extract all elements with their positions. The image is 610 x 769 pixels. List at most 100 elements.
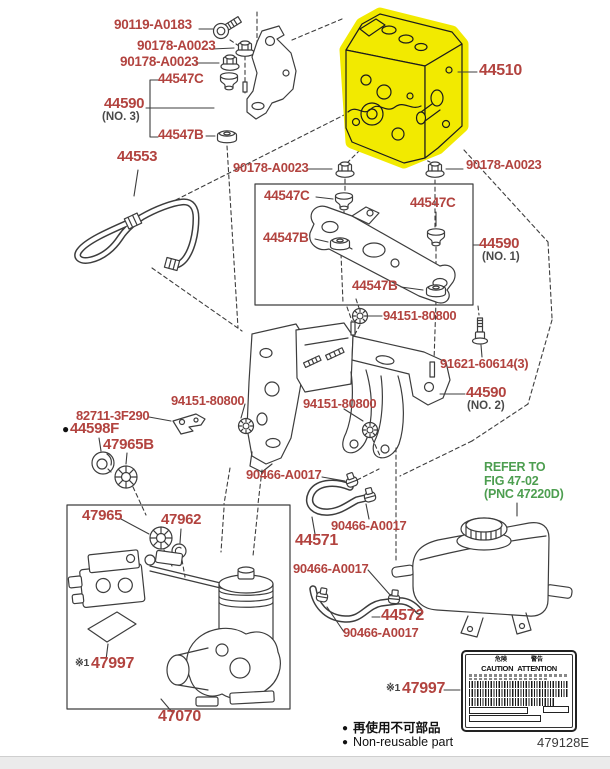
part-label-94151-c[interactable]: 94151-80800 <box>303 396 377 411</box>
part-label-44510[interactable]: 44510 <box>479 62 522 79</box>
knob-44598F-icon[interactable] <box>91 451 115 475</box>
part-label-44547C-b[interactable]: 44547C <box>264 188 310 203</box>
nut-94151-icon[interactable] <box>237 417 255 435</box>
part-label-47965B[interactable]: 47965B <box>103 436 154 453</box>
part-label-90178-A0023-c[interactable]: 90178-A0023 <box>233 160 309 175</box>
nut-90178-icon[interactable] <box>220 54 240 71</box>
caution-en-caution: CAUTION <box>481 664 514 673</box>
bullet-icon: ● <box>342 723 349 734</box>
clamp-90466-icon[interactable] <box>387 588 401 605</box>
bolt-90119-drawing[interactable] <box>212 16 242 40</box>
part-label-90466-d[interactable]: 90466-A0017 <box>343 625 419 640</box>
part-label-90178-A0023-b[interactable]: 90178-A0023 <box>120 54 199 69</box>
bullet-icon: ● <box>342 737 349 748</box>
caution-en-attention: ATTENTION <box>517 664 557 673</box>
grommet-44547B-icon[interactable] <box>425 284 447 298</box>
part-label-91621-60614[interactable]: 91621-60614(3) <box>440 356 529 371</box>
booster-47070-box <box>66 504 291 710</box>
part-number: 47997 <box>91 655 135 672</box>
nut-90178-icon[interactable] <box>235 40 255 57</box>
part-label-90466-a[interactable]: 90466-A0017 <box>246 467 322 482</box>
part-label-82711-3F290[interactable]: 82711-3F290 <box>76 408 150 423</box>
legend-non-reusable-en: ● Non-reusable part <box>342 736 453 749</box>
nut-94151-icon[interactable] <box>351 307 369 325</box>
part-label-90466-b[interactable]: 90466-A0017 <box>331 518 407 533</box>
part-label-44590-no3[interactable]: 44590 <box>104 95 145 112</box>
caution-jp-warning: 警告 <box>530 657 543 663</box>
caution-barcode <box>469 681 569 688</box>
caution-fine-print <box>469 674 569 677</box>
bolt-91621-drawing[interactable] <box>471 317 489 345</box>
part-sublabel-no2: (NO. 2) <box>467 400 505 412</box>
refer-note-line3: (PNC 47220D) <box>484 487 564 501</box>
caution-barcode <box>469 698 555 706</box>
part-label-44547B-c[interactable]: 44547B <box>352 278 398 293</box>
legend-jp-text: 再使用不可部品 <box>353 721 441 735</box>
part-label-90119-A0183[interactable]: 90119-A0183 <box>114 17 192 32</box>
part-label-44590-no2[interactable]: 44590 <box>466 384 507 401</box>
grommet-44547B-icon[interactable] <box>329 237 351 251</box>
bracket-no1-drawing[interactable] <box>309 205 456 304</box>
grommet-47965-icon[interactable] <box>149 526 173 550</box>
clamp-90466-icon[interactable] <box>315 586 330 603</box>
grommet-44547B-icon[interactable] <box>216 130 238 144</box>
page-bottom-strip <box>0 756 610 769</box>
part-label-94151-b[interactable]: 94151-80800 <box>171 393 245 408</box>
part-label-47070[interactable]: 47070 <box>158 708 201 725</box>
bracket-82711-drawing[interactable] <box>172 413 206 435</box>
part-label-47962[interactable]: 47962 <box>161 511 202 528</box>
bracket-no3-drawing[interactable] <box>242 25 297 120</box>
part-label-94151-a[interactable]: 94151-80800 <box>383 308 457 323</box>
note-ref-marker: ※1 <box>75 657 90 669</box>
caution-jp-danger: 危険 <box>494 657 507 663</box>
part-label-90178-A0023-d[interactable]: 90178-A0023 <box>466 157 542 172</box>
grommet-44547C-icon[interactable] <box>334 192 354 211</box>
figure-code: 479128E <box>537 735 590 750</box>
legend-en-text: Non-reusable part <box>353 735 454 749</box>
part-label-47965[interactable]: 47965 <box>82 507 123 524</box>
non-reusable-dot-icon: ● <box>62 422 69 436</box>
part-number: 47997 <box>402 680 446 697</box>
refer-note-line2: FIG 47-02 <box>484 473 539 488</box>
mounting-bracket-drawing[interactable] <box>246 321 451 473</box>
caution-blank-field <box>543 706 569 713</box>
grommet-44547C-icon[interactable] <box>219 72 239 91</box>
caution-blank-field <box>469 715 541 722</box>
caution-blank-field <box>469 707 528 714</box>
part-label-44547C-c[interactable]: 44547C <box>410 195 456 210</box>
nut-90178-icon[interactable] <box>425 161 445 178</box>
grommet-44547C-icon[interactable] <box>426 228 446 247</box>
part-label-44571[interactable]: 44571 <box>295 532 338 549</box>
grommet-47965B-icon[interactable] <box>114 465 138 489</box>
caution-label: 危険 警告 CAUTION ATTENTION <box>461 650 577 732</box>
label-sticker-47997-drawing <box>87 611 137 643</box>
part-label-44590-no1[interactable]: 44590 <box>479 235 520 252</box>
booster-pump-47070-drawing[interactable] <box>66 549 281 707</box>
actuator-44510-drawing[interactable] <box>339 7 469 169</box>
caution-fine-print <box>469 677 547 680</box>
part-label-44553[interactable]: 44553 <box>117 148 158 165</box>
hose-44572-drawing[interactable] <box>309 585 423 623</box>
reservoir-drawing[interactable] <box>391 517 573 638</box>
part-label-44598F[interactable]: ●44598F <box>62 421 119 436</box>
part-label-44547B-b[interactable]: 44547B <box>263 230 309 245</box>
part-label-44547B-a[interactable]: 44547B <box>158 127 204 142</box>
nut-94151-icon[interactable] <box>361 421 379 439</box>
part-label-44547C-a[interactable]: 44547C <box>158 71 204 86</box>
part-label-90178-A0023-a[interactable]: 90178-A0023 <box>137 38 216 53</box>
legend-non-reusable-jp: ● 再使用不可部品 <box>342 722 441 735</box>
part-label-90466-c[interactable]: 90466-A0017 <box>293 561 369 576</box>
refer-note-line1: REFER TO <box>484 460 546 474</box>
leader-lines <box>98 28 518 713</box>
hose-44571-drawing[interactable] <box>305 479 374 516</box>
tube-44553-drawing[interactable] <box>74 198 200 272</box>
part-label-44572[interactable]: 44572 <box>381 607 424 624</box>
part-sublabel-no1: (NO. 1) <box>482 251 520 263</box>
nut-90178-icon[interactable] <box>335 161 355 178</box>
projection-lines <box>132 11 553 578</box>
part-number: 44598F <box>69 420 120 437</box>
